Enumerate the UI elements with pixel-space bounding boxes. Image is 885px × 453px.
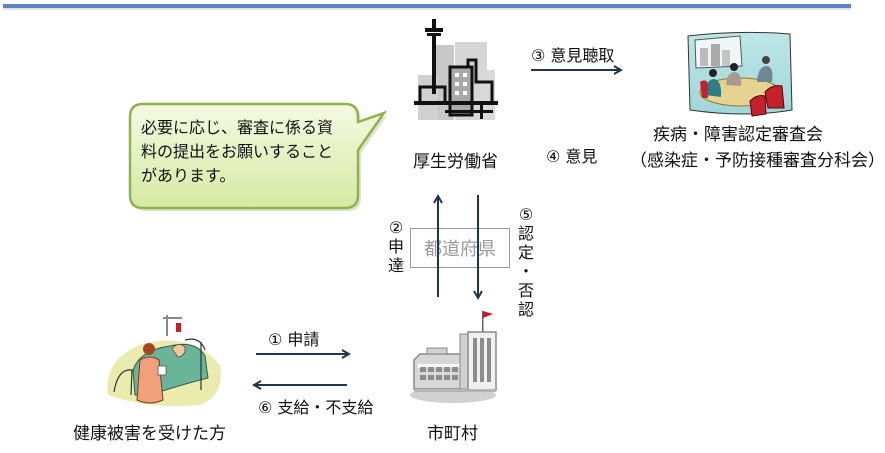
meeting-room-icon: [687, 31, 793, 117]
victim-label: 健康被害を受けた方: [73, 424, 226, 444]
step1-label: ① 申請: [268, 330, 320, 349]
council-label-line1: 疾病・障害認定審査会: [653, 125, 823, 145]
municipality-label: 市町村: [427, 424, 478, 444]
callout-line: があります。: [141, 166, 236, 185]
step2-label: ② 申 達: [387, 218, 404, 275]
hospital-patient-icon: [107, 315, 221, 407]
town-hall-icon: [410, 311, 497, 403]
step4-label: ④ 意見: [546, 147, 598, 166]
step3-label: ③ 意見聴取: [531, 46, 615, 65]
callout-bubble: [128, 102, 388, 211]
callout-line: 必要に応じ、審査に係る資: [141, 118, 334, 137]
callout-line: 料の提出をお願いすること: [141, 142, 334, 161]
council-label-line2: （感染症・予防接種審査分科会）: [630, 151, 885, 171]
mhlw-label: 厚生労働省: [413, 152, 498, 172]
step5-label: ⑤ 認 定 ・ 否 認: [517, 205, 534, 319]
header-rule-shadow: [3, 8, 851, 10]
city-buildings-icon: [414, 19, 498, 120]
header-rule: [3, 4, 851, 8]
callout-text: 必要に応じ、審査に係る資 料の提出をお願いすること があります。: [141, 116, 356, 188]
step6-label: ⑥ 支給・不支給: [258, 398, 374, 417]
